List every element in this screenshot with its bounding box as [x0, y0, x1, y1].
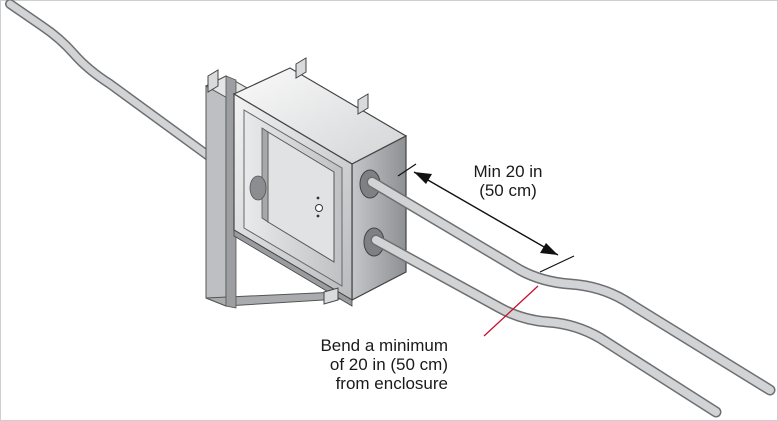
dimension-label: Min 20 in (50 cm)	[460, 162, 556, 200]
bend-note-line3: from enclosure	[335, 374, 448, 393]
conduit-upper-right	[366, 176, 776, 396]
bend-leader-line	[483, 285, 539, 337]
enclosure-box	[207, 57, 408, 307]
dimension-label-line1: Min 20 in	[473, 162, 543, 181]
bend-note-line1: Bend a minimum	[320, 336, 448, 355]
bend-note-label: Bend a minimum of 20 in (50 cm) from enc…	[300, 336, 448, 393]
dimension-arrow	[397, 163, 575, 273]
conduit-upper-left	[5, 0, 241, 181]
dimension-label-line2: (50 cm)	[479, 181, 537, 200]
bend-note-line2: of 20 in (50 cm)	[329, 355, 448, 374]
